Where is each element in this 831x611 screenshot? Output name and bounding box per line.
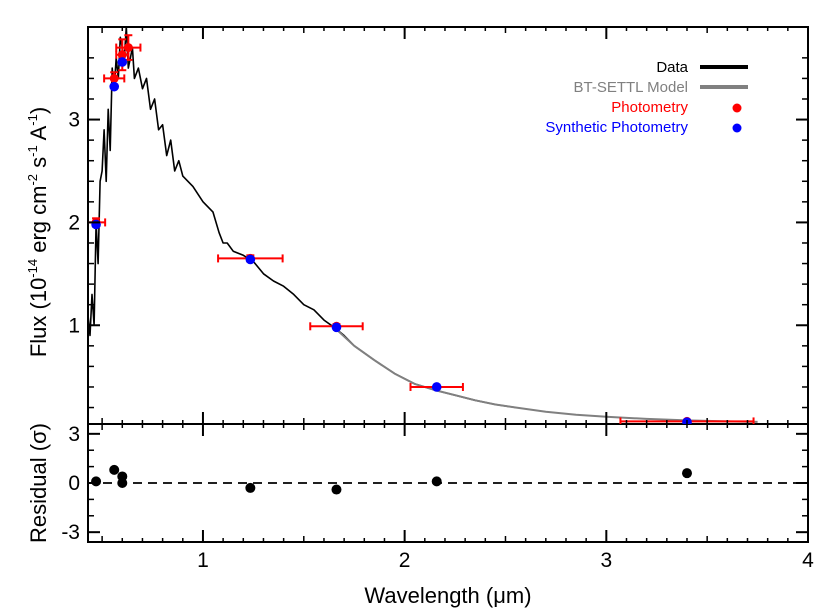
flux-axis-label-mid1: erg cm <box>26 186 51 259</box>
bottom-ytick-label-0: 0 <box>68 472 80 495</box>
residual-point-5 <box>331 484 342 495</box>
legend-swatch-dot-3 <box>732 123 742 133</box>
flux-axis-label-mid2: s <box>26 157 51 174</box>
legend-swatch-dot-2 <box>732 103 742 113</box>
photometry-point-3 <box>123 43 133 53</box>
xtick-label-1: 1 <box>197 549 209 572</box>
residual-point-4 <box>245 482 256 493</box>
flux-axis-label-exp1: -14 <box>25 259 40 278</box>
xtick-label-4: 4 <box>802 549 814 572</box>
synthetic-photometry-point-2 <box>117 57 128 67</box>
xtick-label-3: 3 <box>600 549 612 572</box>
legend-label-1: BT-SETTL Model <box>574 79 688 96</box>
residual-plot-area <box>88 464 808 495</box>
flux-axis-label-exp2: -2 <box>25 174 40 186</box>
synthetic-photometry-point-4 <box>331 322 342 333</box>
series-line-data <box>88 27 516 409</box>
residual-point-1 <box>109 464 120 475</box>
bottom-ytick-label-3: 3 <box>68 423 80 446</box>
synthetic-photometry-point-5 <box>431 382 442 392</box>
wavelength-axis-label: Wavelength (μm) <box>364 583 531 608</box>
axes-ticks: 1 2 3 1 2 3 4 -3 0 3 <box>61 27 814 572</box>
flux-axis-label-post: ) <box>26 107 51 114</box>
synthetic-photometry-point-3 <box>245 254 256 265</box>
residual-point-7 <box>681 468 692 479</box>
top-ytick-label-2: 2 <box>68 211 80 234</box>
synthetic-photometry-point-1 <box>109 81 120 92</box>
top-ytick-label-3: 3 <box>68 109 80 132</box>
flux-axis-label-pre: Flux (10 <box>26 278 51 357</box>
legend-label-3: Synthetic Photometry <box>545 119 688 136</box>
flux-axis-label-exp4: -1 <box>25 114 40 126</box>
flux-axis-label-exp3: -1 <box>25 145 40 157</box>
residual-point-0 <box>91 476 102 487</box>
flux-axis-label-mid3: A <box>26 125 51 145</box>
residual-point-6 <box>431 476 442 487</box>
residual-point-3 <box>117 478 128 488</box>
photometry-point-1 <box>109 73 119 83</box>
bottom-ytick-label--3: -3 <box>61 521 80 544</box>
photometry-point-2 <box>117 50 127 60</box>
residual-axis-label: Residual (σ) <box>26 423 51 543</box>
flux-axis-label: Flux (10-14 erg cm-2 s-1 A-1) <box>25 107 51 357</box>
legend-label-2: Photometry <box>611 99 688 116</box>
xtick-label-2: 2 <box>399 549 411 572</box>
series-line-bt-settl-model <box>333 326 758 423</box>
synthetic-photometry-point-0 <box>91 219 101 230</box>
legend-label-0: Data <box>656 59 688 76</box>
top-ytick-label-1: 1 <box>68 314 80 337</box>
